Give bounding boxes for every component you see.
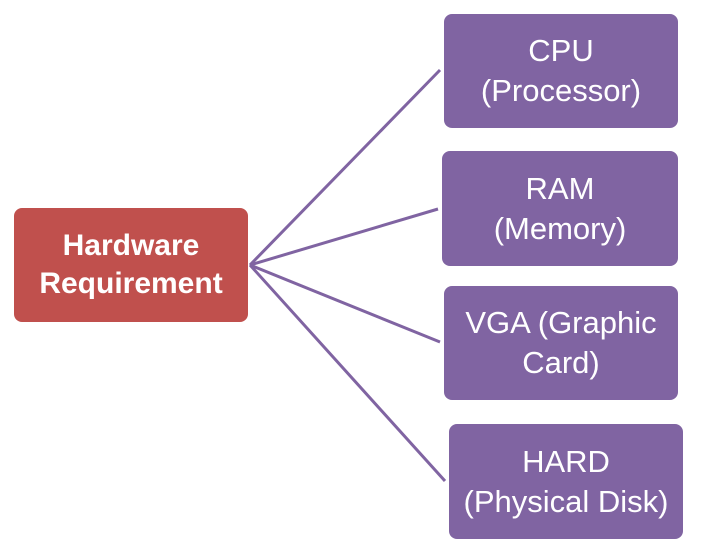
- connector-hard: [248, 263, 447, 483]
- root-node-label: Hardware Requirement: [39, 228, 223, 300]
- child-node-label: HARD (Physical Disk): [463, 443, 669, 519]
- child-node-hard: HARD (Physical Disk): [449, 424, 683, 539]
- connector-cpu: [248, 68, 442, 267]
- root-node-hardware-requirement: Hardware Requirement: [14, 208, 248, 322]
- connector-ram: [249, 207, 439, 267]
- child-node-label: VGA (Graphic Card): [465, 305, 657, 380]
- child-node-ram: RAM (Memory): [442, 151, 678, 266]
- child-node-label: RAM (Memory): [493, 170, 627, 246]
- connector-vga: [249, 263, 441, 344]
- child-node-label: CPU (Processor): [480, 33, 642, 108]
- child-node-cpu: CPU (Processor): [444, 14, 678, 128]
- child-node-vga: VGA (Graphic Card): [444, 286, 678, 400]
